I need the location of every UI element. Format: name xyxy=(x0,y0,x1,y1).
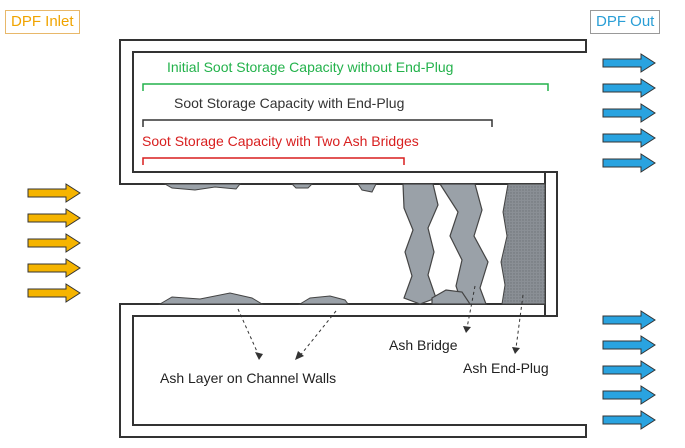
ash-end-plug-label: Ash End-Plug xyxy=(463,360,549,376)
dpf-outlet-label: DPF Out xyxy=(590,10,661,34)
inlet-arrow-icon xyxy=(27,283,81,303)
outlet-flow-arrows-top xyxy=(602,53,656,173)
ash-bridge-label: Ash Bridge xyxy=(389,337,458,353)
outlet-arrow-icon xyxy=(602,310,656,330)
outlet-arrow-icon xyxy=(602,103,656,123)
ash-end-plug xyxy=(500,183,546,305)
end-plug-capacity-bracket xyxy=(142,119,493,127)
initial-capacity-bracket xyxy=(142,83,549,91)
ash-layer-bottom-1 xyxy=(158,292,264,305)
inlet-arrow-icon xyxy=(27,183,81,203)
ash-lump xyxy=(431,289,472,305)
inlet-arrow-icon xyxy=(27,258,81,278)
ash-bridge-callout-line xyxy=(466,285,476,329)
inlet-arrow-icon xyxy=(27,208,81,228)
end-plug-callout-head xyxy=(512,347,520,354)
ash-bridge-callout-head xyxy=(463,326,471,333)
outlet-arrow-icon xyxy=(602,410,656,430)
ash-layer-callout-head-2 xyxy=(295,351,304,360)
outlet-arrow-icon xyxy=(602,78,656,98)
inlet-arrow-icon xyxy=(27,233,81,253)
two-bridges-capacity-bracket xyxy=(142,157,405,165)
outlet-arrow-icon xyxy=(602,128,656,148)
initial-capacity-label: Initial Soot Storage Capacity without En… xyxy=(167,59,454,75)
outlet-arrow-icon xyxy=(602,153,656,173)
ash-layer-callout-head-1 xyxy=(255,352,263,360)
outlet-arrow-icon xyxy=(602,385,656,405)
ash-layer-callout-line-1 xyxy=(237,308,260,357)
ash-layer-bottom-2 xyxy=(298,295,349,305)
ash-bridge-1 xyxy=(402,183,439,305)
outlet-arrow-icon xyxy=(602,53,656,73)
ash-layer-label: Ash Layer on Channel Walls xyxy=(160,370,337,386)
lower-outlet-channel-wall xyxy=(119,303,587,438)
inlet-channel-end-wall xyxy=(544,171,558,317)
ash-layer-top-2 xyxy=(290,183,314,189)
ash-bridge-2 xyxy=(438,183,489,305)
ash-layer-top-3 xyxy=(357,183,377,193)
end-plug-capacity-label: Soot Storage Capacity with End-Plug xyxy=(174,95,405,111)
outlet-arrow-icon xyxy=(602,335,656,355)
two-bridges-capacity-label: Soot Storage Capacity with Two Ash Bridg… xyxy=(142,133,419,149)
outlet-arrow-icon xyxy=(602,360,656,380)
inlet-flow-arrows xyxy=(27,183,81,303)
outlet-flow-arrows-bottom xyxy=(602,310,656,430)
ash-layer-callout-line-2 xyxy=(298,310,337,358)
ash-layer-top-1 xyxy=(163,183,242,191)
end-plug-callout-line xyxy=(515,294,524,349)
dpf-inlet-label: DPF Inlet xyxy=(5,10,80,34)
